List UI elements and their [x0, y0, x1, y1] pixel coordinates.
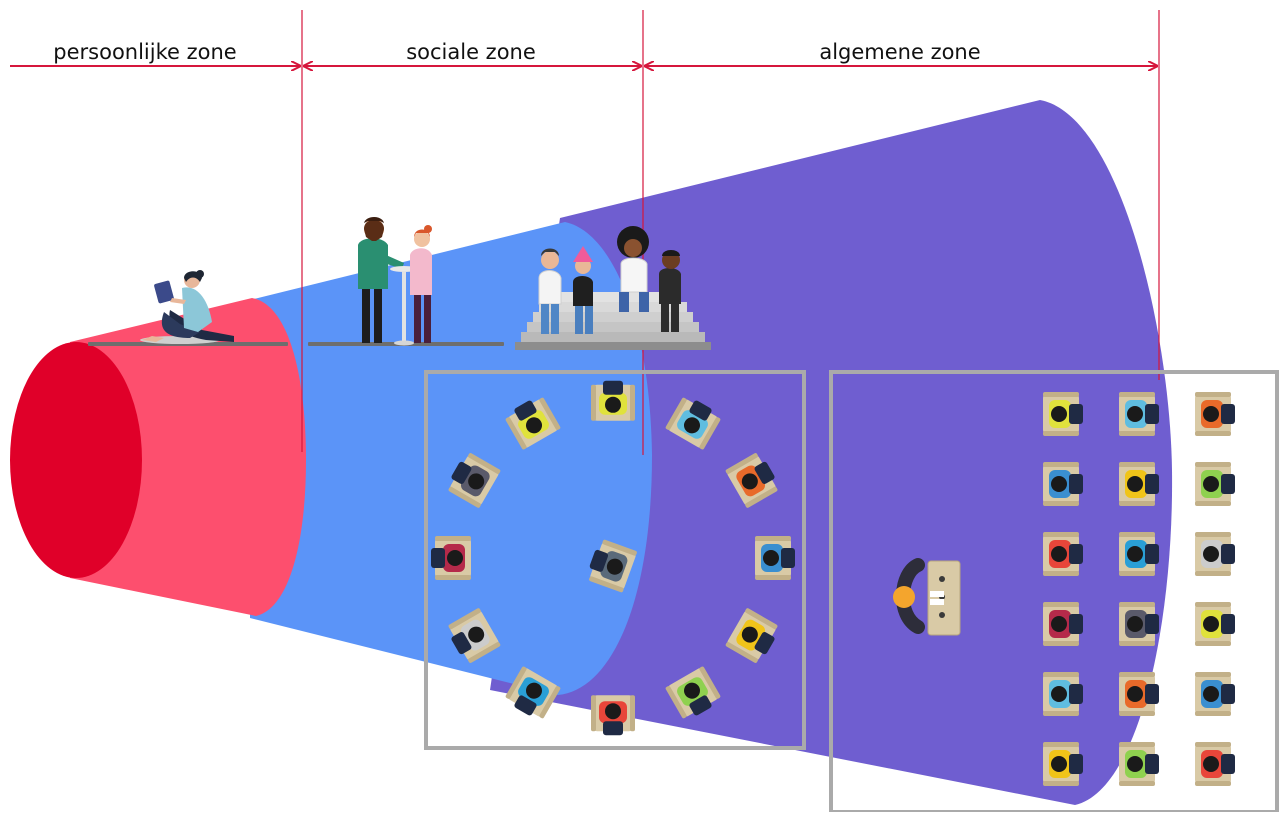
audience-seat-r5-c2: [1119, 672, 1159, 716]
audience-seat-r6-c1: [1043, 742, 1083, 786]
cone-end-face: [10, 342, 142, 578]
audience-seat-r4-c3: [1195, 602, 1235, 646]
circle-seat-5: [725, 608, 778, 663]
audience-seat-r3-c3: [1195, 532, 1235, 576]
people-on-steps-icon: [515, 226, 711, 350]
audience-rows-icon: [1043, 392, 1235, 786]
audience-seat-r5-c3: [1195, 672, 1235, 716]
people-at-standing-table-icon: [358, 217, 432, 346]
person-reading-icon: [140, 270, 234, 344]
circle-center-person: [589, 539, 637, 593]
audience-seat-r1-c2: [1119, 392, 1159, 436]
circle-seat-2: [665, 397, 721, 450]
platform-reading: [88, 342, 288, 346]
audience-seat-r6-c2: [1119, 742, 1159, 786]
audience-seat-r2-c1: [1043, 462, 1083, 506]
audience-seat-r4-c2: [1119, 602, 1159, 646]
circle-seat-1: [591, 380, 635, 421]
circle-seating-icon: [431, 380, 795, 736]
audience-seat-r1-c1: [1043, 392, 1083, 436]
circle-seat-9: [448, 608, 501, 663]
circle-seat-12: [505, 397, 561, 450]
circle-seat-7: [591, 695, 635, 736]
zone-label-persoonlijke: persoonlijke zone: [53, 40, 236, 64]
circle-seat-6: [665, 666, 721, 719]
circle-seat-3: [725, 453, 778, 508]
audience-seat-r2-c3: [1195, 462, 1235, 506]
audience-seat-r3-c2: [1119, 532, 1159, 576]
audience-seat-r1-c3: [1195, 392, 1235, 436]
zone-label-algemene: algemene zone: [819, 40, 980, 64]
audience-seat-r6-c3: [1195, 742, 1235, 786]
audience-seat-r3-c1: [1043, 532, 1083, 576]
circle-seat-4: [755, 536, 795, 580]
audience-seat-r4-c1: [1043, 602, 1083, 646]
speaker-at-lectern-icon: [893, 558, 961, 636]
frame-circle-seating: [424, 370, 806, 750]
audience-seat-r2-c2: [1119, 462, 1159, 506]
circle-seat-8: [505, 666, 561, 719]
zone-label-sociale: sociale zone: [406, 40, 536, 64]
circle-seat-10: [431, 536, 471, 580]
cone-section-persoonlijke: [70, 298, 306, 616]
circle-seat-11: [448, 453, 501, 508]
audience-seat-r5-c1: [1043, 672, 1083, 716]
